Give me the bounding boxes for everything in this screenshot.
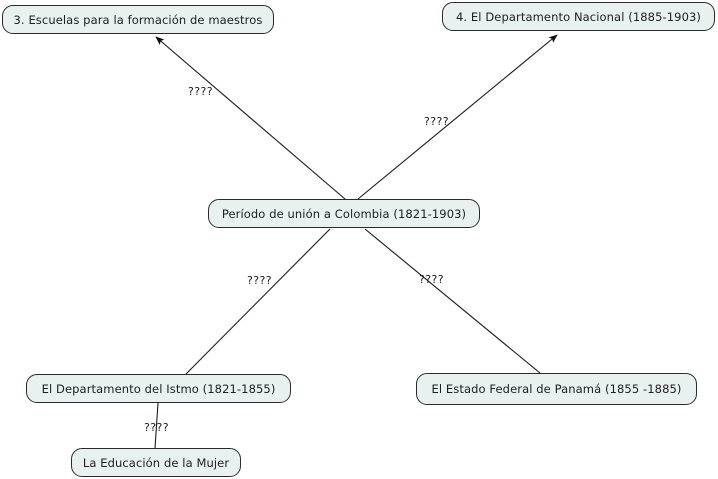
node-escuelas-para-la-formacion-de-maestros[interactable]: 3. Escuelas para la formación de maestro…: [2, 5, 274, 34]
node-departamento-nacional[interactable]: 4. El Departamento Nacional (1885-1903): [442, 2, 715, 31]
edge-periodo-escuelas-line: [155, 36, 346, 200]
edge-istmo-educacion-line: [154, 402, 159, 449]
node-la-educacion-de-la-mujer[interactable]: La Educación de la Mujer: [71, 448, 241, 477]
edge-label-periodo-estado: ????: [419, 273, 444, 286]
edge-label-periodo-escuelas: ????: [188, 85, 213, 98]
edge-periodo-estado-line: [364, 228, 541, 374]
edge-label-periodo-nacional: ????: [424, 115, 449, 128]
node-departamento-del-istmo[interactable]: El Departamento del Istmo (1821-1855): [26, 374, 291, 403]
edge-periodo-nacional-line: [357, 34, 558, 200]
node-periodo-union-colombia[interactable]: Período de unión a Colombia (1821-1903): [208, 199, 480, 228]
edge-periodo-istmo-line: [185, 228, 331, 375]
edge-label-periodo-istmo: ????: [247, 274, 272, 287]
edge-label-istmo-educacion: ????: [144, 421, 169, 434]
node-estado-federal-de-panama[interactable]: El Estado Federal de Panamá (1855 -1885): [416, 373, 697, 405]
